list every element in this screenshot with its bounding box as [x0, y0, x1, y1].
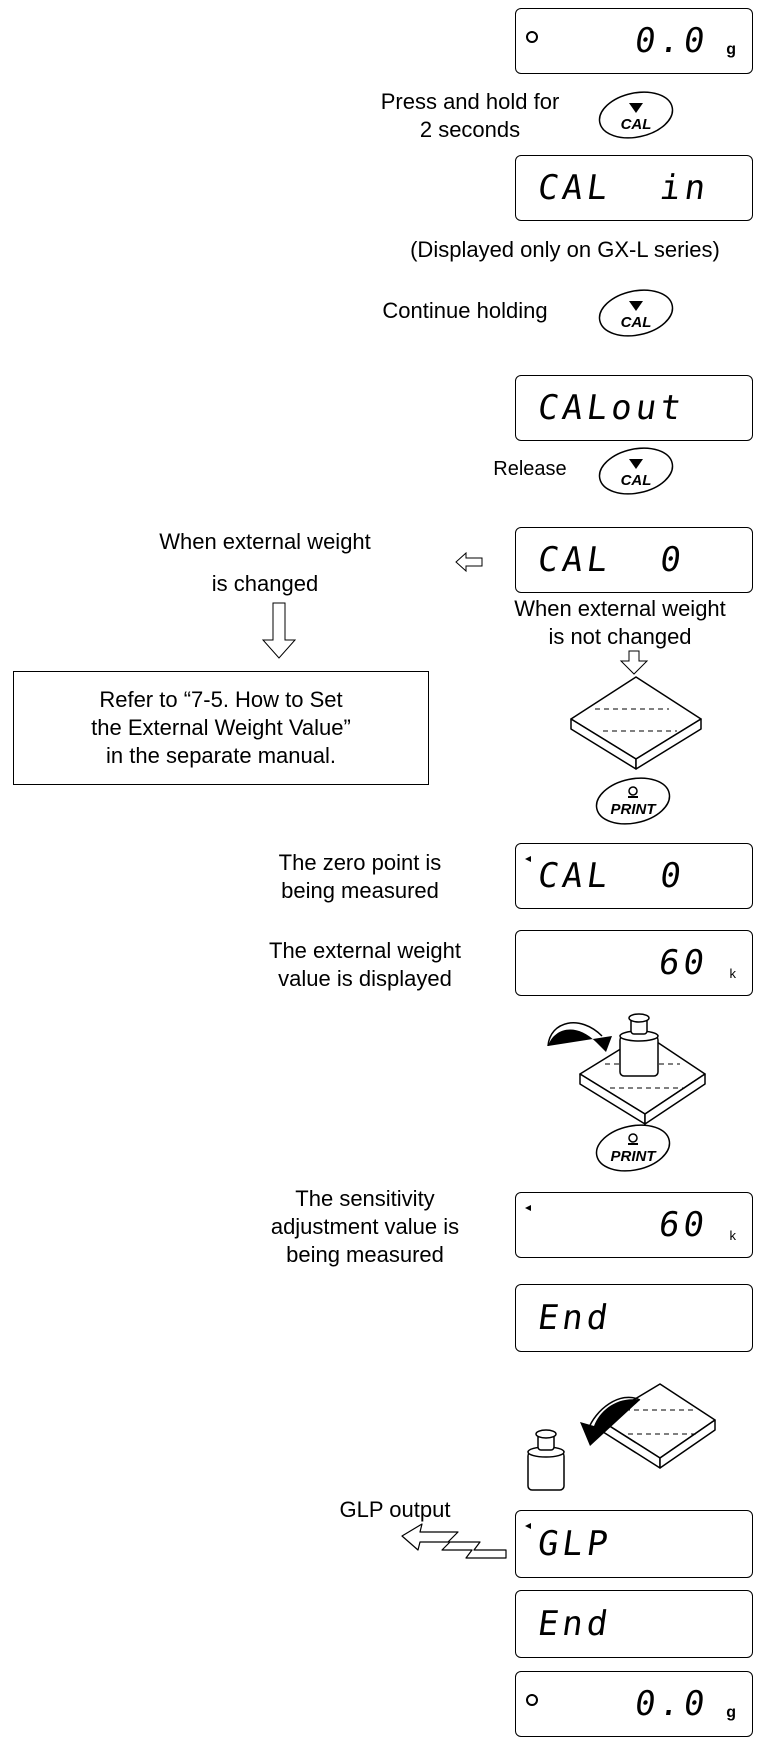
cal-label: CAL [621, 314, 652, 331]
external-weight-label: The external weight value is displayed [240, 937, 490, 993]
display-value: CAL in [535, 168, 713, 208]
display-cal-0: CAL 0 [515, 527, 753, 593]
sensitivity-line3: being measured [286, 1242, 444, 1267]
sensitivity-label: The sensitivity adjustment value is bein… [240, 1185, 490, 1269]
print-button-2[interactable]: PRINT [592, 1122, 674, 1174]
weight-not-changed-line1: When external weight [514, 596, 726, 621]
stable-indicator-icon [526, 31, 538, 43]
note-line2: the External Weight Value” [91, 715, 351, 740]
display-value: CAL 0 [535, 540, 688, 580]
zero-point-label: The zero point is being measured [240, 849, 480, 905]
press-hold-line1: Press and hold for [380, 89, 560, 114]
note-line3: in the separate manual. [106, 743, 336, 768]
display-zero-g: 0.0 g [515, 8, 753, 74]
processing-indicator-icon [525, 1523, 531, 1529]
display-glp: GLP [515, 1510, 753, 1578]
sensitivity-line2: adjustment value is [270, 1214, 460, 1239]
glp-output-arrow-icon [401, 1523, 507, 1559]
arrow-down-icon [261, 602, 297, 659]
press-hold-label: Press and hold for 2 seconds [350, 88, 590, 144]
print-button[interactable]: PRINT [592, 775, 674, 827]
display-value: 0.0 [631, 1684, 711, 1724]
display-end-2: End [515, 1590, 753, 1658]
external-weight-line1: The external weight [269, 938, 461, 963]
display-value: CALout [535, 388, 688, 428]
press-hold-line2: 2 seconds [419, 117, 521, 142]
display-sensitivity: 60 k [515, 1192, 753, 1258]
cal-label: CAL [621, 116, 652, 133]
zero-point-line2: being measured [281, 878, 439, 903]
weight-changed-label: When external weight is changed [110, 521, 420, 605]
weight-not-changed-line2: is not changed [548, 624, 692, 649]
cal-button[interactable]: CAL [595, 89, 677, 141]
display-value: GLP [535, 1524, 615, 1564]
cal-button-release[interactable]: CAL [595, 445, 677, 497]
display-unit: g [726, 41, 736, 58]
stable-indicator-icon [526, 1694, 538, 1706]
weighing-pan-icon [570, 676, 702, 770]
remove-weight-icon [527, 1383, 716, 1491]
display-end: End [515, 1284, 753, 1352]
note-line1: Refer to “7-5. How to Set [99, 687, 343, 712]
external-weight-note: Refer to “7-5. How to Set the External W… [13, 671, 429, 785]
display-unit: g [726, 1704, 736, 1721]
display-value: End [535, 1298, 615, 1338]
weight-not-changed-label: When external weight is not changed [480, 595, 760, 651]
processing-indicator-icon [525, 1205, 531, 1211]
glp-output-label: GLP output [339, 1497, 451, 1522]
cal-button-continue[interactable]: CAL [595, 287, 677, 339]
processing-indicator-icon [525, 856, 531, 862]
weight-changed-line1: When external weight [159, 529, 371, 554]
zero-point-line1: The zero point is [278, 850, 442, 875]
external-weight-line2: value is displayed [278, 966, 452, 991]
display-cal-0-measuring: CAL 0 [515, 843, 753, 909]
sensitivity-line1: The sensitivity [295, 1186, 435, 1211]
display-value: 60 [656, 1205, 711, 1245]
arrow-left-icon [455, 551, 483, 573]
release-label: Release [493, 458, 567, 480]
gxl-note: (Displayed only on GX-L series) [410, 237, 720, 262]
continue-holding-label: Continue holding [382, 298, 548, 323]
place-weight-icon [547, 1013, 706, 1125]
print-label: PRINT [611, 1148, 658, 1165]
display-zero-g-final: 0.0 g [515, 1671, 753, 1737]
display-cal-out: CALout [515, 375, 753, 441]
display-value: End [535, 1604, 615, 1644]
display-value: 0.0 [631, 21, 711, 61]
arrow-down-small-icon [619, 650, 649, 675]
display-cal-in: CAL in [515, 155, 753, 221]
display-unit: k [729, 1228, 737, 1243]
display-value: 60 [656, 943, 711, 983]
weight-changed-line2: is changed [211, 571, 319, 596]
cal-label: CAL [621, 472, 652, 489]
print-label: PRINT [611, 801, 658, 818]
display-unit: k [729, 966, 737, 981]
display-value: CAL 0 [535, 856, 688, 896]
display-weight-value: 60 k [515, 930, 753, 996]
